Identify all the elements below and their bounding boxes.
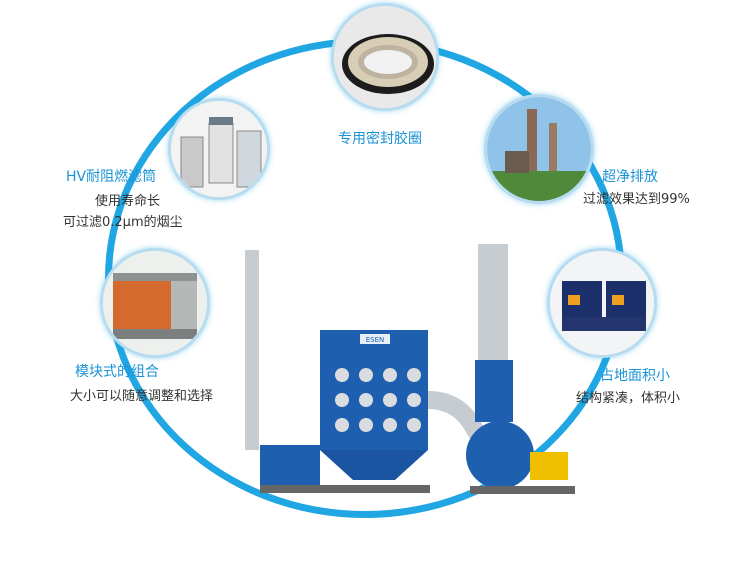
brand-plate bbox=[360, 334, 390, 344]
filter-cartridge-image bbox=[168, 98, 270, 200]
machine-brand: ESEN bbox=[366, 336, 385, 344]
feature-desc-modular: 大小可以随意调整和选择 bbox=[70, 389, 214, 404]
fan-base bbox=[470, 486, 575, 494]
feature-title-compact: 占地面积小 bbox=[600, 368, 670, 384]
inlet-box bbox=[260, 445, 320, 485]
feature-desc-filter-1: 使用寿命长 bbox=[95, 194, 161, 209]
left-duct bbox=[245, 250, 259, 450]
feature-title-modular: 模块式的组合 bbox=[75, 364, 159, 380]
filter-ports bbox=[335, 368, 421, 432]
feature-desc-filter-2: 可过滤0.2μm的烟尘 bbox=[63, 215, 183, 230]
dust-collector-machine: ESEN bbox=[245, 244, 575, 494]
feature-title-gasket: 专用密封胶圈 bbox=[338, 131, 422, 147]
right-stack bbox=[478, 244, 508, 360]
compact-unit-image bbox=[547, 248, 657, 358]
motor bbox=[530, 452, 568, 480]
collector-cabinet bbox=[320, 330, 428, 450]
feature-desc-emission: 过滤效果达到99% bbox=[583, 192, 690, 207]
gasket-image bbox=[331, 3, 439, 111]
factory-image bbox=[484, 94, 594, 204]
fan-housing bbox=[466, 421, 534, 489]
modular-unit-image bbox=[100, 248, 210, 358]
feature-desc-compact: 结构紧凑，体积小 bbox=[576, 391, 681, 406]
feature-title-filter: HV耐阻燃滤筒 bbox=[66, 169, 157, 185]
hopper bbox=[320, 450, 428, 480]
fan-column bbox=[475, 360, 513, 422]
feature-title-emission: 超净排放 bbox=[602, 169, 658, 185]
connecting-duct bbox=[427, 391, 495, 451]
collector-base bbox=[260, 485, 430, 493]
